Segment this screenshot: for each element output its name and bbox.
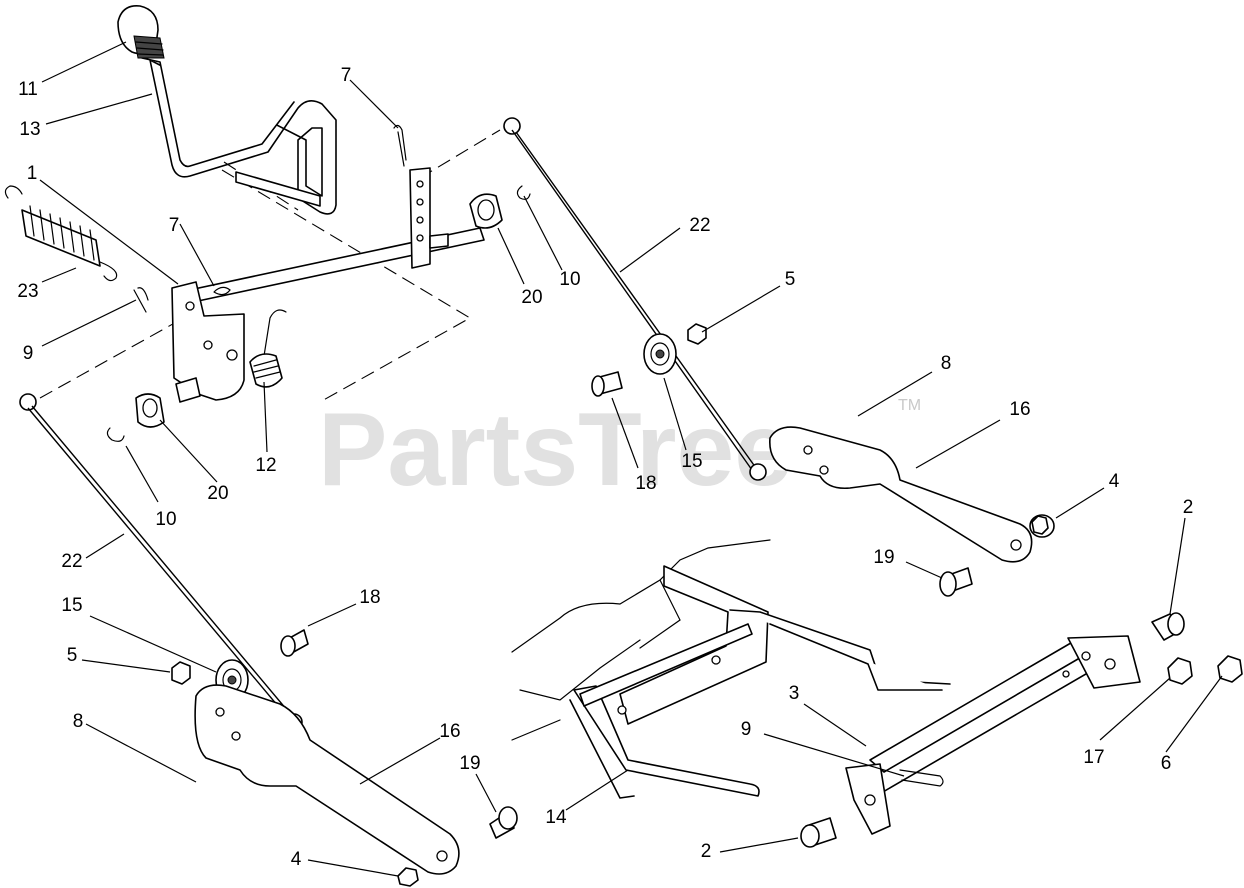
leader-lines (39, 41, 1223, 877)
callout-9-right: 9 (741, 719, 752, 740)
callout-19-right: 19 (873, 547, 894, 568)
callout-2-lower: 2 (701, 841, 712, 862)
watermark-text: PartsTree (318, 392, 792, 508)
callout-16-right: 16 (1009, 399, 1030, 420)
callout-23: 23 (17, 281, 38, 302)
idler-15-right (643, 333, 677, 375)
watermark-trademark: TM (898, 397, 921, 414)
pin-18-right (591, 371, 623, 397)
callout-9-left: 9 (23, 343, 34, 364)
nut-17 (1167, 657, 1193, 685)
callout-8-left: 8 (73, 711, 84, 732)
bushing-20-lower (135, 377, 201, 428)
pin-19-right (939, 567, 973, 597)
callout-18-left: 18 (359, 587, 380, 608)
callout-14: 14 (545, 807, 567, 828)
lift-link-22-right (503, 117, 767, 481)
hairpin-clip-left (213, 286, 231, 296)
lever-knob (117, 5, 165, 59)
callout-19-left: 19 (459, 753, 480, 774)
callout-6: 6 (1161, 753, 1172, 774)
assembly-line-top (419, 129, 501, 179)
assembly-line-left (39, 319, 181, 399)
callout-4-left: 4 (291, 849, 302, 870)
callout-5-right: 5 (785, 269, 796, 290)
extension-spring (4, 185, 118, 282)
callout-20-lower: 20 (207, 483, 228, 504)
callout-12: 12 (255, 455, 276, 476)
callout-8-right: 8 (941, 353, 952, 374)
e-clip-10-lower (106, 427, 125, 442)
nut-4-right (1029, 514, 1055, 538)
nut-4-left (397, 867, 419, 887)
callout-1: 1 (27, 163, 38, 184)
assembly-line-upper (221, 169, 472, 403)
callout-16-left: 16 (439, 721, 460, 742)
callout-22-left: 22 (61, 551, 82, 572)
callout-2-upper: 2 (1183, 497, 1194, 518)
callout-22-right: 22 (689, 215, 710, 236)
rear-lift-bar-3 (845, 635, 1141, 835)
callout-15-left: 15 (61, 595, 82, 616)
e-clip-10-upper (516, 185, 531, 200)
callout-11: 11 (18, 79, 38, 100)
bracket-1 (171, 281, 245, 401)
pin-18-left (280, 629, 309, 657)
hairpin-clip-upper (393, 124, 407, 167)
callout-13: 13 (19, 119, 40, 140)
callout-7-top: 7 (341, 65, 352, 86)
callout-15-right: 15 (681, 451, 702, 472)
upright-bracket (409, 167, 449, 269)
hairpin-clip-9 (133, 287, 149, 313)
nut-6 (1217, 655, 1243, 683)
lift-shaft-14 (569, 609, 951, 799)
height-adjust-lever (141, 57, 337, 215)
nut-5-left (171, 661, 191, 685)
callout-17: 17 (1083, 747, 1104, 768)
callout-7-left: 7 (169, 215, 180, 236)
callout-10-lower: 10 (155, 509, 176, 530)
bushing-2-upper (1151, 612, 1185, 641)
callouts: 11 13 7 1 7 23 9 20 10 20 10 12 22 5 8 1… (17, 65, 1193, 870)
pin-19-left (489, 806, 518, 839)
callout-4-right: 4 (1109, 471, 1120, 492)
frame-bracket (617, 565, 769, 725)
callout-20-upper: 20 (521, 287, 542, 308)
callout-18-right: 18 (635, 473, 656, 494)
nut-5-right (687, 323, 707, 345)
lift-arm-16-left (194, 684, 460, 875)
torsion-spring (249, 309, 287, 388)
bushing-2-lower (800, 817, 837, 848)
callout-5-left: 5 (67, 645, 78, 666)
bushing-20-upper (469, 193, 503, 229)
callout-3: 3 (789, 683, 800, 704)
lift-arm-16-right (769, 426, 1033, 563)
callout-10-upper: 10 (559, 269, 580, 290)
